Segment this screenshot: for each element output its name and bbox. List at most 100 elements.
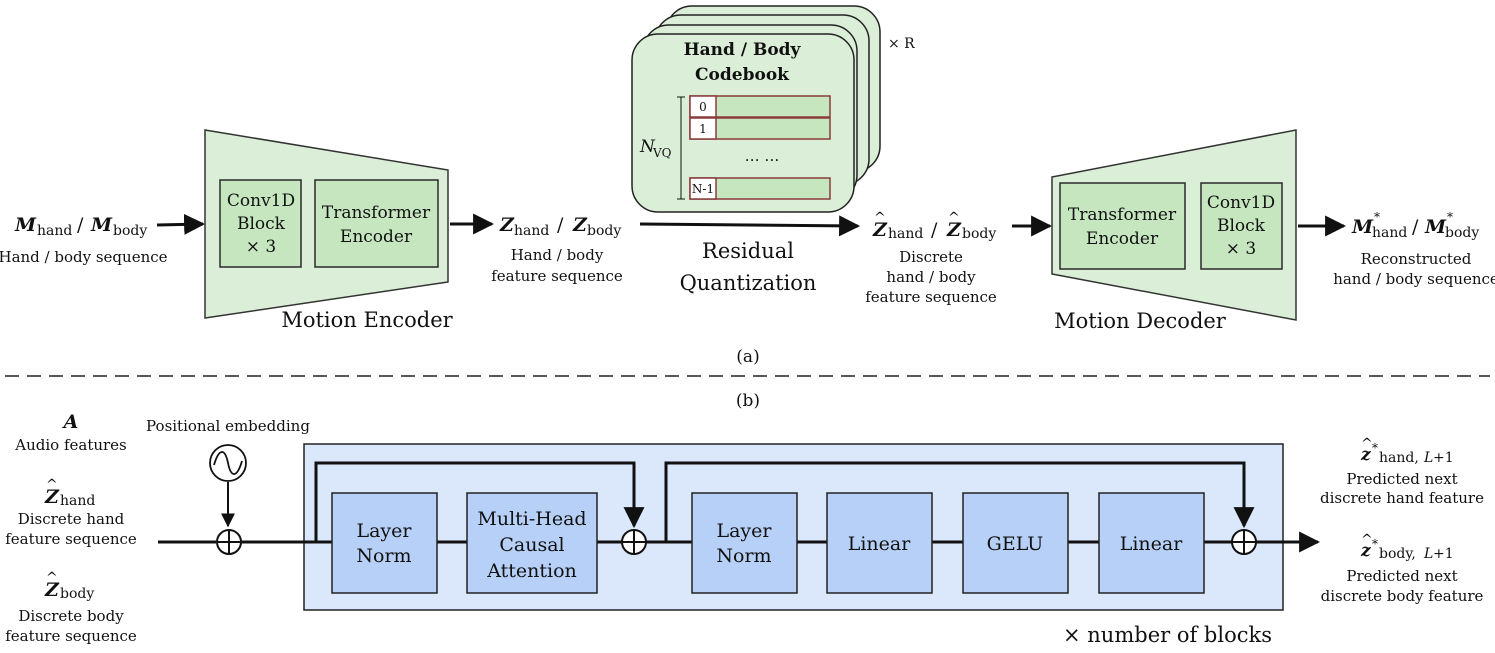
svg-text:^: ^ bbox=[874, 210, 886, 226]
output-desc-line1: Reconstructed bbox=[1361, 250, 1472, 268]
nvq-sub: VQ bbox=[652, 146, 672, 160]
out-hand-desc-line2: discrete hand feature bbox=[1320, 489, 1484, 507]
residual-connection-2 bbox=[664, 461, 1255, 542]
linear-1-label: Linear bbox=[848, 533, 912, 555]
svg-text:M: M bbox=[90, 214, 113, 236]
svg-text:Z: Z bbox=[572, 214, 588, 236]
svg-text:body: body bbox=[60, 586, 94, 602]
gelu-label: GELU bbox=[987, 533, 1044, 555]
layer-norm-2-line2: Norm bbox=[716, 545, 771, 567]
encoder-conv-block bbox=[219, 179, 302, 268]
out-body-desc-line1: Predicted next bbox=[1346, 567, 1457, 585]
svg-text:Z: Z bbox=[499, 214, 515, 236]
decoder-conv-line1: Conv1D bbox=[1207, 193, 1275, 213]
audio-symbol: A bbox=[62, 411, 79, 433]
caption-b: (b) bbox=[736, 391, 760, 411]
svg-text:^: ^ bbox=[1361, 436, 1373, 452]
svg-text:body,: body, bbox=[1379, 546, 1416, 562]
svg-text:hand: hand bbox=[37, 223, 72, 239]
svg-text:*: * bbox=[1447, 210, 1453, 224]
feature-desc-line1: Hand / body bbox=[511, 246, 604, 264]
code-row-1-index-cell bbox=[689, 117, 717, 140]
svg-text:hand: hand bbox=[514, 223, 549, 239]
motion-encoder-label: Motion Encoder bbox=[281, 308, 453, 332]
svg-text:z: z bbox=[1360, 541, 1371, 561]
decoder-conv-line2: Block bbox=[1217, 216, 1266, 236]
input-desc: Hand / body sequence bbox=[0, 248, 168, 266]
encoder-transformer-line2: Encoder bbox=[340, 227, 413, 247]
svg-text:*: * bbox=[1372, 537, 1378, 551]
out-hand-desc-line1: Predicted next bbox=[1346, 470, 1457, 488]
quantization-line2: Quantization bbox=[680, 271, 817, 295]
svg-text:+1: +1 bbox=[1433, 546, 1454, 562]
out-body-label: z ^ * body, L +1 bbox=[1360, 532, 1454, 562]
gelu-block bbox=[962, 492, 1069, 594]
discrete-desc-line3: feature sequence bbox=[865, 288, 997, 306]
discrete-desc-line1: Discrete bbox=[899, 248, 963, 266]
code-ellipsis: … … bbox=[745, 147, 780, 165]
encoder-conv-line2: Block bbox=[237, 214, 286, 234]
attention-line1: Multi-Head bbox=[477, 508, 586, 530]
output-motion-label: M * hand / M * body bbox=[1351, 210, 1479, 241]
attention-line3: Attention bbox=[486, 560, 577, 582]
svg-text:Z: Z bbox=[44, 486, 60, 508]
layer-norm-1-block bbox=[331, 492, 438, 594]
hand-in-desc-line2: feature sequence bbox=[5, 530, 137, 548]
svg-text:*: * bbox=[1374, 210, 1380, 224]
svg-text:hand: hand bbox=[60, 493, 95, 509]
code-row-0-index-cell bbox=[689, 95, 717, 118]
svg-text:z: z bbox=[1360, 445, 1371, 465]
svg-text:body: body bbox=[113, 223, 147, 239]
decoder-conv-block bbox=[1200, 182, 1283, 270]
quantization-line1: Residual bbox=[702, 239, 794, 263]
positional-embedding-label: Positional embedding bbox=[146, 417, 310, 435]
encoder-transformer-line1: Transformer bbox=[322, 203, 431, 223]
linear-1-block bbox=[826, 492, 933, 594]
svg-text:/: / bbox=[931, 219, 938, 241]
svg-text:M: M bbox=[1351, 216, 1374, 238]
feature-desc-line2: feature sequence bbox=[491, 267, 623, 285]
codebook-title-line2: Codebook bbox=[695, 65, 790, 85]
svg-text:*: * bbox=[1372, 441, 1378, 455]
svg-text:L: L bbox=[1423, 546, 1433, 562]
code-row-0-index: 0 bbox=[699, 100, 707, 114]
svg-text:hand: hand bbox=[1372, 225, 1407, 241]
svg-text:M: M bbox=[14, 214, 37, 236]
layer-norm-2-block bbox=[691, 492, 798, 594]
arrow-input-encoder bbox=[156, 213, 206, 235]
svg-text:^: ^ bbox=[1361, 532, 1373, 548]
motion-decoder-label: Motion Decoder bbox=[1054, 309, 1227, 333]
svg-text:Z: Z bbox=[44, 579, 60, 601]
svg-text:body: body bbox=[1445, 225, 1479, 241]
code-row-last-index-cell bbox=[689, 177, 717, 200]
hand-in-desc-line1: Discrete hand bbox=[18, 510, 125, 528]
linear-2-block bbox=[1098, 492, 1205, 594]
codebook-repeat: × R bbox=[888, 36, 915, 52]
residual-connection-1 bbox=[314, 461, 645, 542]
body-in-label: Z ^ body bbox=[44, 570, 94, 602]
body-in-desc-line1: Discrete body bbox=[18, 607, 124, 625]
layer-norm-1-line2: Norm bbox=[356, 545, 411, 567]
repeat-blocks-label: × number of blocks bbox=[1063, 623, 1272, 647]
layer-norm-2-line1: Layer bbox=[716, 520, 772, 542]
svg-text:/: / bbox=[77, 214, 84, 236]
svg-text:hand: hand bbox=[888, 226, 923, 242]
arrow-quantization bbox=[639, 215, 861, 237]
attention-block bbox=[466, 492, 598, 594]
svg-text:Z: Z bbox=[872, 219, 888, 241]
nvq-label: N bbox=[639, 137, 656, 157]
svg-text:^: ^ bbox=[46, 477, 58, 493]
decoder-transformer-line2: Encoder bbox=[1086, 229, 1159, 249]
svg-text:+1: +1 bbox=[1433, 450, 1454, 466]
out-hand-label: z ^ * hand, L +1 bbox=[1360, 436, 1454, 466]
svg-text:hand,: hand, bbox=[1379, 450, 1419, 466]
decoder-transformer-block bbox=[1059, 182, 1186, 270]
decoder-conv-line3: × 3 bbox=[1226, 239, 1256, 259]
svg-text:/: / bbox=[557, 214, 564, 236]
discrete-z-label: Z ^ hand / Z ^ body bbox=[872, 210, 996, 242]
svg-text:^: ^ bbox=[948, 210, 960, 226]
output-desc-line2: hand / body sequence bbox=[1333, 270, 1495, 288]
out-body-desc-line2: discrete body feature bbox=[1321, 587, 1484, 605]
linear-2-label: Linear bbox=[1120, 533, 1184, 555]
